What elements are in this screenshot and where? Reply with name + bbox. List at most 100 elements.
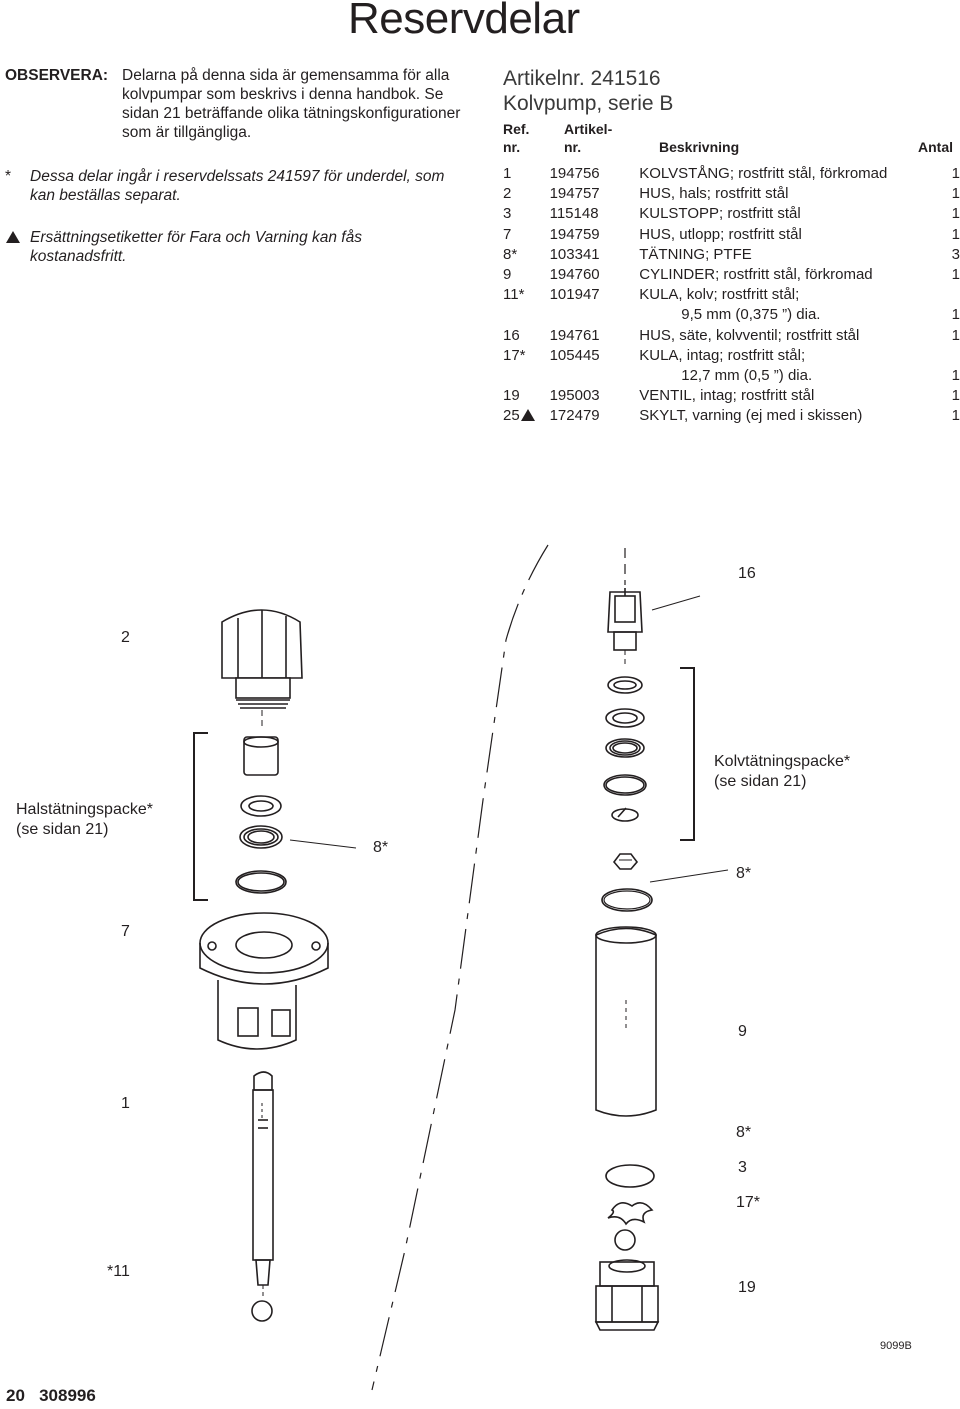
triangle-note-text: Ersättningsetiketter för Fara och Varnin… <box>30 229 362 265</box>
ref-cell: 16 <box>503 326 520 344</box>
table-row: 11* 101947 KULA, kolv; rostfritt stål; <box>503 285 960 305</box>
neck-seal-stack <box>235 736 287 894</box>
leader-8b <box>649 869 729 883</box>
quantity-cell: 1 <box>951 326 960 344</box>
piston-seal-stack <box>603 676 647 822</box>
leader-16 <box>651 595 701 611</box>
table-row: 17* 105445 KULA, intag; rostfritt stål; <box>503 346 960 366</box>
callout-8-lower: 8* <box>736 1124 752 1141</box>
header-part: Artikel- nr. <box>564 121 613 155</box>
part-number-cell: 194759 <box>549 225 600 243</box>
product-name: Kolvpump, serie B <box>503 92 674 115</box>
triangle-note: Ersättningsetiketter för Fara och Varnin… <box>5 228 475 266</box>
callout-piston-seal-kit: Kolvtätningspacke* (se sidan 21) <box>714 753 851 790</box>
leader-8a <box>289 839 357 849</box>
document-number: 308996 <box>39 1386 96 1405</box>
part-9-cylinder <box>595 926 657 1117</box>
page-footer: 20 308996 <box>6 1386 96 1406</box>
product-number: Artikelnr. 241516 <box>503 67 661 90</box>
callout-neck-seal-kit: Halstätningspacke* (se sidan 21) <box>16 801 153 838</box>
description-cell: HUS, säte, kolvventil; rostfritt stål <box>639 326 860 344</box>
quantity-cell: 1 <box>951 205 960 223</box>
warning-triangle-icon <box>520 409 535 422</box>
description-cell: KOLVSTÅNG; rostfritt stål, förkromad <box>639 165 888 182</box>
quantity-cell: 1 <box>951 387 960 405</box>
ref-cell: 1 <box>503 165 512 182</box>
quantity-cell: 1 <box>951 306 960 324</box>
page-number: 20 <box>6 1386 25 1405</box>
quantity-cell: 1 <box>951 366 960 384</box>
callout-8-middle: 8* <box>736 865 752 882</box>
description-cell: HUS, hals; rostfritt stål <box>639 185 789 203</box>
header-ref: Ref. nr. <box>503 121 530 155</box>
part-number-cell: 101947 <box>549 286 600 304</box>
table-row: 12,7 mm (0,5 ”) dia. 1 <box>503 366 960 386</box>
quantity-cell: 1 <box>951 185 960 203</box>
description-cell: SKYLT, varning (ej med i skissen) <box>639 407 863 425</box>
product-heading: Artikelnr. 241516 Kolvpump, serie B <box>503 66 673 116</box>
callout-19: 19 <box>738 1279 756 1296</box>
star-mark: * <box>5 168 12 185</box>
part-3-ball-stop <box>607 1202 654 1226</box>
description-cell: CYLINDER; rostfritt stål, förkromad <box>639 265 873 283</box>
part-17-ball <box>614 1229 636 1251</box>
callout-9: 9 <box>738 1023 747 1040</box>
header-qty: Antal <box>918 139 953 155</box>
callout-11: *11 <box>107 1263 130 1280</box>
description-cell: KULA, intag; rostfritt stål; <box>639 346 806 364</box>
header-desc: Beskrivning <box>659 139 740 155</box>
piston-nut <box>612 853 639 870</box>
part-2-housing <box>221 609 303 728</box>
callout-16: 16 <box>738 565 756 582</box>
page-title: Reservdelar <box>348 0 580 43</box>
seal-8-lower-ring <box>605 1164 655 1188</box>
ref-cell: 11* <box>503 286 525 304</box>
ref-cell: 7 <box>503 225 512 243</box>
ref-cell: 25 <box>503 406 550 426</box>
part-number-cell: 103341 <box>549 245 600 263</box>
callout-3: 3 <box>738 1159 747 1176</box>
table-row: 2 194757 HUS, hals; rostfritt stål 1 <box>503 184 960 204</box>
part-number-cell: 194756 <box>549 165 600 182</box>
parts-table: 1 194756 KOLVSTÅNG; rostfritt stål, förkro… <box>503 164 960 426</box>
part-16-seat-housing <box>607 588 643 665</box>
table-row: 1 194756 KOLVSTÅNG; rostfritt stål, förkro… <box>503 164 960 184</box>
star-note-text: Dessa delar ingår i reservdelssats 24159… <box>30 168 445 204</box>
part-7-outlet-housing <box>199 912 329 1050</box>
figure-id: 9099B <box>880 1340 912 1352</box>
callout-7: 7 <box>121 923 130 940</box>
description-cell: 9,5 mm (0,375 ”) dia. <box>681 306 821 324</box>
ref-cell: 2 <box>503 185 512 203</box>
part-number-cell: 105445 <box>549 346 600 364</box>
bracket-piston-seals <box>680 667 695 841</box>
part-1-piston-rod <box>252 1071 274 1298</box>
quantity-cell: 1 <box>951 407 960 425</box>
description-cell: VENTIL, intag; rostfritt stål <box>639 387 815 405</box>
note-text: Delarna på denna sida är gemensamma för … <box>122 67 461 141</box>
description-cell: 12,7 mm (0,5 ”) dia. <box>681 366 813 384</box>
part-number-cell: 115148 <box>549 205 599 223</box>
callout-2: 2 <box>121 629 130 646</box>
part-number-cell: 194757 <box>549 185 600 203</box>
ref-cell: 9 <box>503 265 512 283</box>
description-cell: KULA, kolv; rostfritt stål; <box>639 286 800 304</box>
note-label: OBSERVERA: <box>5 67 109 84</box>
bracket-neck-seals <box>193 732 208 901</box>
centerline <box>371 544 549 1391</box>
part-number-cell: 194761 <box>549 326 600 344</box>
star-note: * Dessa delar ingår i reservdelssats 241… <box>5 167 475 205</box>
part-19-intake-valve <box>594 1259 660 1331</box>
description-cell: KULSTOPP; rostfritt stål <box>639 205 801 223</box>
note-block: OBSERVERA: Delarna på denna sida är geme… <box>5 66 465 146</box>
quantity-cell: 3 <box>951 245 960 263</box>
ref-cell: 17* <box>503 346 526 364</box>
warning-triangle-icon <box>6 231 20 243</box>
table-row: 16 194761 HUS, säte, kolvventil; rostfritt… <box>503 326 960 346</box>
